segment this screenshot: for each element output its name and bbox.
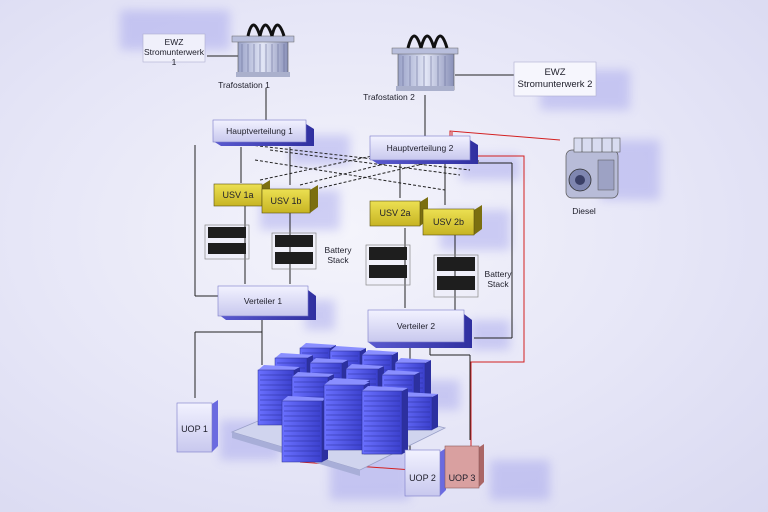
usv-2b-box: [422, 205, 482, 236]
ewz-1-line1: EWZ: [164, 37, 184, 47]
ewz-box-2: [513, 61, 597, 97]
uop-3-label: UOP 3: [448, 473, 476, 483]
ewz-2-label: EWZ Stromunterwerk 2: [514, 67, 596, 91]
uop-2-label: UOP 2: [409, 473, 436, 483]
uop-1-box: [176, 400, 218, 453]
server-rack: [361, 386, 408, 455]
hv-1-label: Hauptverteilung 1: [226, 126, 293, 136]
battery-2-line2: Stack: [487, 279, 509, 289]
verteiler-1-box: [217, 285, 316, 320]
uop-3-box: [444, 444, 484, 489]
uop-2-box: [404, 448, 446, 497]
server-racks: [257, 343, 438, 463]
usv-1b-label: USV 1b: [270, 196, 302, 206]
ewz-2-line1: EWZ: [544, 67, 566, 78]
battery-rack-2: [271, 232, 317, 270]
hauptverteilung-2-box: [369, 135, 478, 164]
diesel-generator: [565, 137, 621, 199]
trafostation-2: [391, 34, 459, 91]
battery-2-label: Battery Stack: [480, 269, 516, 289]
battery-1-line1: Battery: [324, 245, 352, 255]
diesel-label: Diesel: [572, 206, 596, 216]
ewz-2-line2: Stromunterwerk 2: [517, 79, 593, 90]
usv-2b-label: USV 2b: [432, 217, 465, 227]
trafo-2-label: Trafostation 2: [363, 92, 415, 102]
hauptverteilung-1-box: [212, 119, 314, 146]
uop-1-label: UOP 1: [181, 424, 208, 434]
battery-2-line1: Battery: [484, 269, 512, 279]
usv-1b-box: [261, 185, 318, 214]
battery-rack-4: [433, 254, 479, 298]
battery-1-line2: Stack: [327, 255, 349, 265]
battery-1-label: Battery Stack: [320, 245, 356, 265]
usv-1a-box: [213, 180, 270, 207]
usv-2a-box: [369, 197, 428, 227]
usv-2a-label: USV 2a: [379, 208, 411, 218]
ewz-box-1: [142, 33, 206, 63]
trafostation-1: [231, 23, 295, 77]
ewz-1-label: EWZ Stromunterwerk 1: [143, 37, 205, 67]
ewz-1-line2: Stromunterwerk 1: [144, 47, 204, 67]
battery-rack-3: [365, 244, 411, 286]
verteiler-2-label: Verteiler 2: [396, 321, 436, 331]
battery-rack-1: [204, 224, 250, 260]
verteiler-1-label: Verteiler 1: [243, 296, 283, 306]
verteiler-2-box: [367, 309, 472, 348]
hv-2-label: Hauptverteilung 2: [386, 143, 454, 153]
trafo-1-label: Trafostation 1: [218, 80, 270, 90]
server-rack: [281, 396, 328, 463]
usv-1a-label: USV 1a: [222, 190, 254, 200]
